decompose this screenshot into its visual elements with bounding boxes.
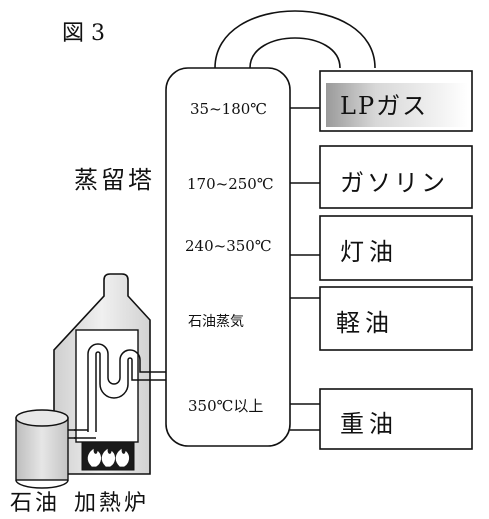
outlet-pipes xyxy=(290,107,320,431)
product-label-kerosene: 灯油 xyxy=(340,238,398,266)
temp-label-2: 170~250℃ xyxy=(187,175,274,193)
product-label-light-oil: 軽油 xyxy=(336,309,394,337)
oil-vapor-label: 石油蒸気 xyxy=(188,314,244,330)
temp-label-1: 35~180℃ xyxy=(190,100,267,118)
figure-label: 図 3 xyxy=(62,21,105,46)
tower-label: 蒸留塔 xyxy=(74,166,155,194)
furnace-label: 加熱炉 xyxy=(74,491,149,516)
product-label-heavy-oil: 重油 xyxy=(340,410,398,438)
distillation-tower xyxy=(165,67,291,447)
feed-pipe xyxy=(68,429,76,439)
oil-label: 石油 xyxy=(10,491,60,516)
heating-coil xyxy=(74,343,166,439)
product-box-lpg xyxy=(319,70,473,132)
product-box-heavy-oil xyxy=(319,388,473,450)
burner-flames-icon xyxy=(87,448,130,467)
product-label-lpg: LPガス xyxy=(340,92,428,120)
temp-label-5: 350℃以上 xyxy=(188,397,263,415)
overhead-pipe xyxy=(214,10,376,69)
product-label-gasoline: ガソリン xyxy=(340,169,448,197)
product-box-light-oil xyxy=(319,286,473,351)
temp-label-3: 240~350℃ xyxy=(185,237,272,255)
product-box-gasoline xyxy=(319,145,473,209)
oil-drum xyxy=(15,409,69,489)
product-box-kerosene xyxy=(319,215,473,281)
